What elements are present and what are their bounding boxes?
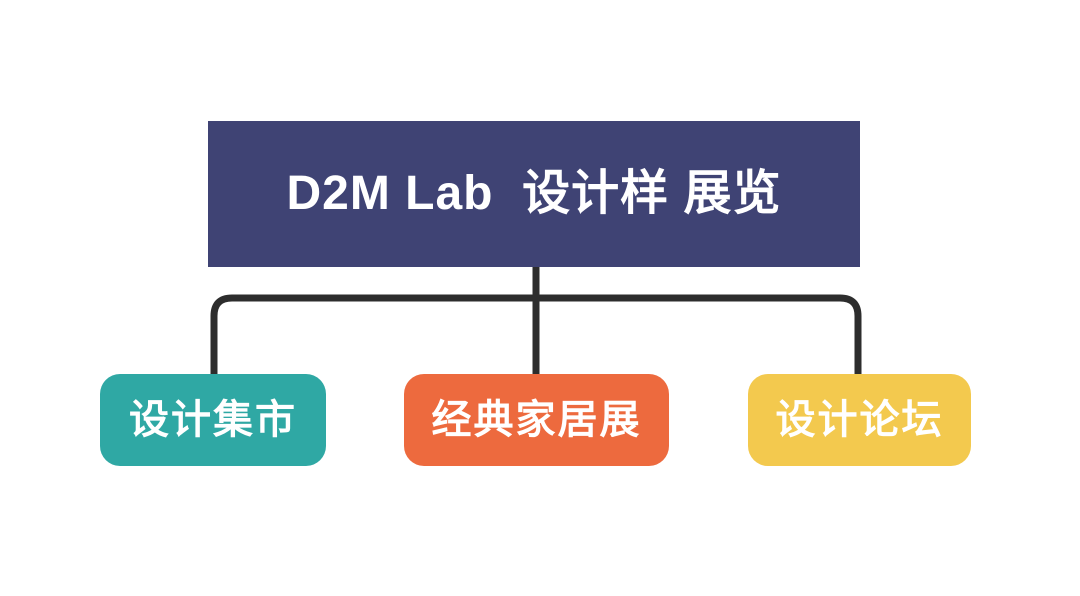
root-node: D2M Lab 设计样 展览 — [208, 121, 860, 267]
root-node-label: D2M Lab 设计样 展览 — [286, 167, 782, 220]
connector-branch — [210, 294, 862, 380]
child-node-design-market-label: 设计集市 — [129, 398, 297, 442]
child-node-design-forum: 设计论坛 — [748, 374, 971, 466]
child-node-design-market: 设计集市 — [100, 374, 326, 466]
child-node-classic-home-expo-label: 经典家居展 — [431, 398, 642, 442]
child-node-classic-home-expo: 经典家居展 — [404, 374, 669, 466]
child-node-design-forum-label: 设计论坛 — [775, 398, 944, 442]
